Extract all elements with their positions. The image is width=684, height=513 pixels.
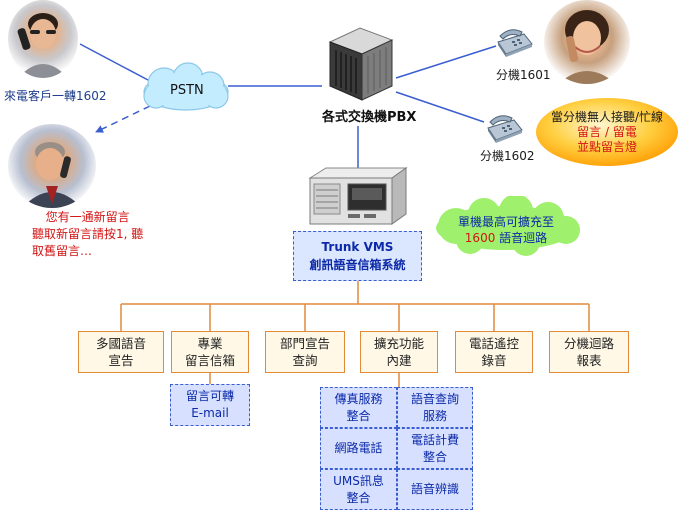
desk-phone-icon [497, 29, 533, 57]
ext1601-label: 分機1601 [496, 68, 551, 82]
module-remote-recording: 電話遙控 錄音 [455, 331, 533, 373]
ext-line2: 整合 [346, 490, 371, 505]
capacity-callout: 單機最高可擴充至 1600 語音迴路 [430, 214, 582, 246]
no-answer-callout: 當分機無人接聽/忙線 留言 / 留電 並點留言燈 [538, 110, 676, 155]
pbx-to-ext1602-line [395, 91, 485, 123]
new-message-line3: 取舊留言… [32, 244, 93, 258]
module-line2: 內建 [386, 353, 412, 368]
capacity-line2: 語音迴路 [499, 231, 548, 245]
pstn-label: PSTN [170, 83, 204, 98]
module-line1: 電話遙控 [468, 336, 519, 351]
ext-line1: 傳真服務 [334, 391, 383, 406]
pbx-to-ext1601-line [395, 45, 497, 79]
capacity-number: 1600 [464, 231, 496, 245]
forward-line1: 留言可轉 [185, 389, 234, 403]
new-message-line2: 聽取新留言請按1, 聽 [32, 227, 144, 241]
ext-ums-integration: UMS訊息 整合 [320, 469, 397, 510]
ext1602-label: 分機1602 [480, 149, 535, 163]
no-answer-line3: 並點留言燈 [576, 140, 637, 154]
module-line2: 宣告 [108, 353, 134, 368]
ext-fax-integration: 傳真服務 整合 [320, 387, 397, 428]
module-line1: 擴充功能 [373, 336, 424, 351]
trunk-vms-box: Trunk VMS 創訊語音信箱系統 [293, 231, 422, 281]
module-extension-reports: 分機迴路 報表 [549, 331, 629, 373]
ext-line2: 整合 [346, 408, 371, 423]
caller-to-pstn-line [79, 43, 149, 81]
ext-line1: 語音查詢 [410, 391, 459, 406]
module-line1: 專業 [197, 336, 223, 351]
pbx-label: 各式交換機PBX [322, 110, 417, 125]
new-message-prompt: 您有一通新留言 聽取新留言請按1, 聽 取舊留言… [32, 208, 143, 259]
pstn-to-user-arrow [95, 105, 151, 133]
ext-line1: 語音辨識 [410, 482, 459, 496]
new-message-line1: 您有一通新留言 [45, 210, 130, 224]
no-answer-line1: 當分機無人接聽/忙線 [550, 110, 664, 124]
employee-photo [544, 0, 630, 84]
module-line1: 部門宣告 [279, 336, 330, 351]
forward-line2: E-mail [191, 406, 229, 420]
capacity-line1: 單機最高可擴充至 [457, 215, 554, 229]
ext-line1: 電話計費 [410, 432, 459, 447]
ext-voice-inquiry: 語音查詢 服務 [397, 387, 473, 428]
caller-photo [8, 0, 78, 78]
no-answer-callout-shape [536, 98, 678, 166]
module-department-announcement: 部門宣告 查詢 [265, 331, 345, 373]
rack-server-icon [308, 167, 408, 225]
module-line1: 分機迴路 [563, 336, 614, 351]
no-answer-line2: 留言 / 留電 [577, 125, 637, 139]
module-line1: 多國語音 [95, 336, 146, 351]
module-line2: 錄音 [481, 353, 507, 368]
capacity-cloud-shape [436, 196, 580, 256]
module-line2: 留言信箱 [184, 353, 235, 368]
ext-line1: UMS訊息 [333, 473, 384, 488]
module-multilingual-announcement: 多國語音 宣告 [78, 331, 164, 373]
module-professional-mailbox: 專業 留言信箱 [171, 331, 249, 373]
ext-line1: 網路電話 [334, 441, 383, 455]
desk-phone-icon [487, 115, 523, 143]
ext-call-billing: 電話計費 整合 [397, 428, 473, 469]
ext-line2: 服務 [422, 408, 447, 423]
server-icon [328, 27, 394, 101]
vms-title: Trunk VMS [321, 240, 394, 254]
module-line2: 報表 [576, 353, 602, 368]
module-tree-lines [120, 281, 590, 331]
ext-voip: 網路電話 [320, 428, 397, 469]
ext-line2: 整合 [422, 449, 447, 464]
vms-subtitle: 創訊語音信箱系統 [309, 258, 406, 272]
ext-voice-recognition: 語音辨識 [397, 469, 473, 510]
incoming-caller-label: 來電客戶一轉1602 [4, 89, 107, 103]
user-photo [8, 124, 96, 208]
cloud-icon [143, 62, 229, 111]
email-forward-box: 留言可轉 E-mail [170, 384, 250, 426]
module-expansion-features: 擴充功能 內建 [360, 331, 438, 373]
module-line2: 查詢 [292, 353, 318, 368]
